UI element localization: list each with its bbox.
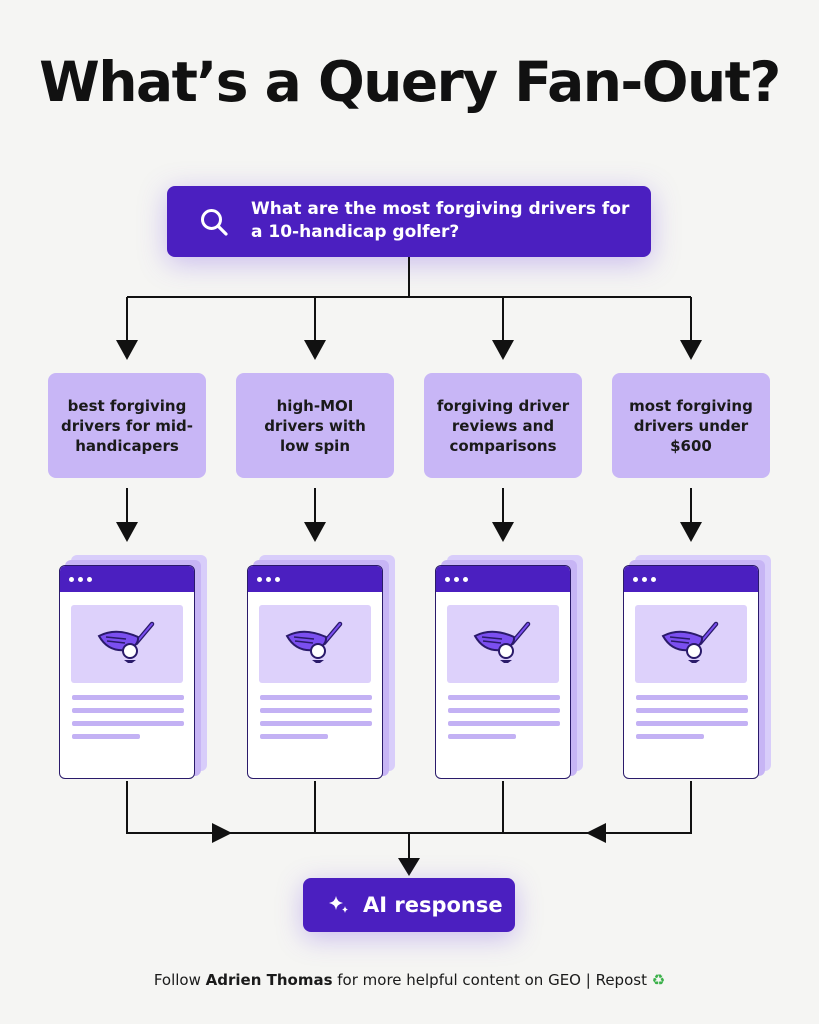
sparkle-icon	[329, 896, 348, 913]
golf-driver-icon	[97, 621, 155, 663]
browser-bar	[436, 566, 570, 592]
footer-suffix: for more helpful content on GEO | Repost	[332, 971, 652, 989]
footer-prefix: Follow	[153, 971, 206, 989]
query-text: What are the most forgiving drivers for …	[251, 199, 630, 242]
golf-driver-icon	[473, 621, 531, 663]
sub-query-4: most forgiving drivers under $600	[612, 373, 770, 478]
result-page-3	[435, 555, 585, 781]
recycle-icon: ♻	[651, 971, 666, 989]
browser-bar	[60, 566, 194, 592]
ai-response-label: AI response	[363, 893, 503, 917]
result-page-1	[59, 555, 209, 781]
ai-response-box: AI response	[303, 878, 515, 932]
browser-bar	[248, 566, 382, 592]
browser-bar	[624, 566, 758, 592]
sub-query-2: high-MOI drivers with low spin	[236, 373, 394, 478]
golf-driver-icon	[661, 621, 719, 663]
search-icon	[201, 209, 228, 236]
page-title: What’s a Query Fan-Out?	[39, 50, 781, 114]
sub-query-3: forgiving driver reviews and comparisons	[424, 373, 582, 478]
footer-author: Adrien Thomas	[205, 971, 333, 989]
golf-driver-icon	[285, 621, 343, 663]
result-page-4	[623, 555, 773, 781]
result-page-2	[247, 555, 397, 781]
footer: Follow Adrien Thomas for more helpful co…	[0, 971, 819, 989]
sub-query-1: best forgiving drivers for mid-handicape…	[48, 373, 206, 478]
query-box: What are the most forgiving drivers for …	[167, 186, 651, 257]
